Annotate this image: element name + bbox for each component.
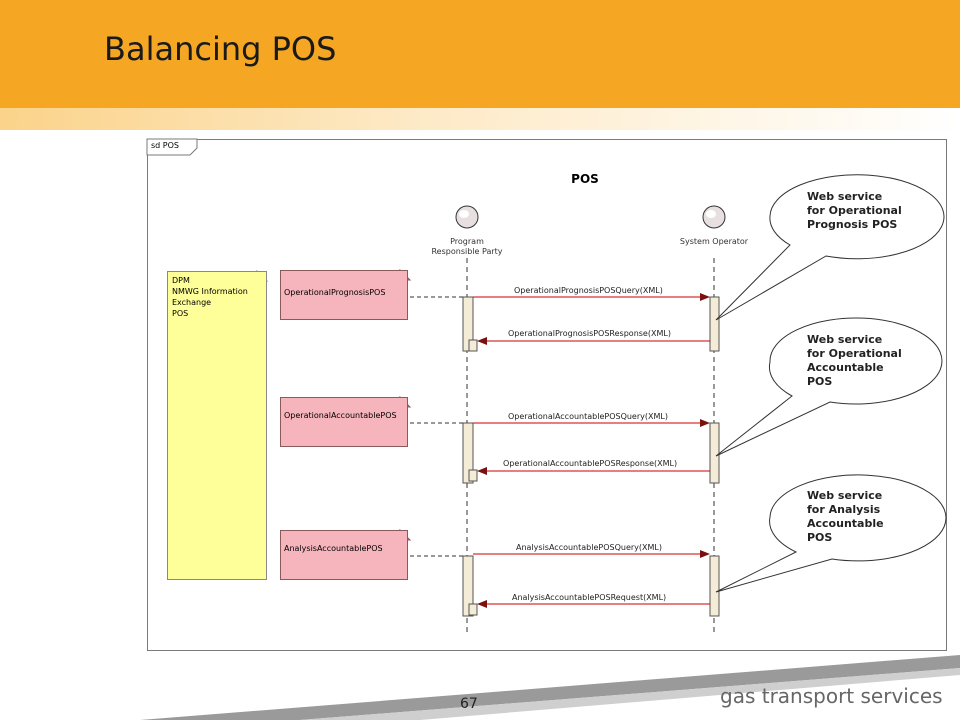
actor-label-program-responsible-party: Program Responsible Party (431, 237, 503, 256)
message-arrow-1 (473, 293, 710, 301)
callout-bubble-2 (715, 317, 943, 457)
requirement-label-operational-prognosis: OperationalPrognosisPOS (284, 288, 386, 297)
requirement-label-operational-accountable: OperationalAccountablePOS (284, 411, 397, 420)
message-label-2: OperationalPrognosisPOSResponse(XML) (508, 329, 671, 338)
callout-text-operational-accountable: Web service for Operational Accountable … (807, 333, 902, 388)
actor-label-system-operator: System Operator (679, 237, 749, 246)
callout-text-analysis-accountable: Web service for Analysis Accountable POS (807, 489, 884, 544)
requirement-label-analysis-accountable: AnalysisAccountablePOS (284, 544, 383, 553)
message-label-6: AnalysisAccountablePOSRequest(XML) (512, 593, 667, 602)
note-text: DPM NMWG Information Exchange POS (172, 276, 248, 318)
diagram-title: POS (571, 172, 599, 186)
activation-so-1 (709, 296, 720, 352)
activation-prp-2 (462, 422, 474, 484)
header-gradient (0, 108, 960, 130)
activation-prp-3 (462, 555, 474, 617)
message-label-3: OperationalAccountablePOSQuery(XML) (508, 412, 668, 421)
activation-so-2 (709, 422, 720, 484)
callout-text-operational-prognosis: Web service for Operational Prognosis PO… (807, 190, 902, 231)
message-arrow-6 (477, 600, 710, 608)
message-label-4: OperationalAccountablePOSResponse(XML) (503, 459, 678, 468)
message-arrow-3 (473, 419, 710, 427)
callout-bubble-3 (715, 474, 947, 593)
requirement-box-operational-accountable (280, 397, 408, 447)
message-label-5: AnalysisAccountablePOSQuery(XML) (516, 543, 662, 552)
footer-swoosh-light (300, 668, 960, 720)
activation-prp-3b (468, 603, 478, 616)
message-arrow-5 (473, 550, 710, 558)
requirement-box-operational-prognosis (280, 270, 408, 320)
frame-label: sd POS (151, 141, 179, 150)
actor-system-operator-icon (702, 205, 726, 229)
activation-prp-1 (462, 296, 474, 352)
activation-so-3 (709, 555, 720, 617)
message-arrow-4 (477, 467, 710, 475)
slide-title: Balancing POS (104, 30, 337, 68)
page-number: 67 (460, 696, 478, 712)
frame-tag-shape (146, 138, 198, 156)
note-box (167, 271, 267, 580)
actor-program-responsible-party-icon (455, 205, 479, 229)
activation-prp-1b (468, 339, 478, 352)
diagram-frame (147, 139, 947, 651)
message-label-1: OperationalPrognosisPOSQuery(XML) (514, 286, 663, 295)
requirement-box-analysis-accountable (280, 530, 408, 580)
header-bar (0, 0, 960, 108)
activation-prp-2b (468, 469, 478, 482)
brand-logo: gas transport services (720, 684, 943, 708)
callout-bubble-1 (715, 174, 945, 321)
footer-swoosh (140, 655, 960, 720)
message-arrow-2 (477, 337, 710, 345)
